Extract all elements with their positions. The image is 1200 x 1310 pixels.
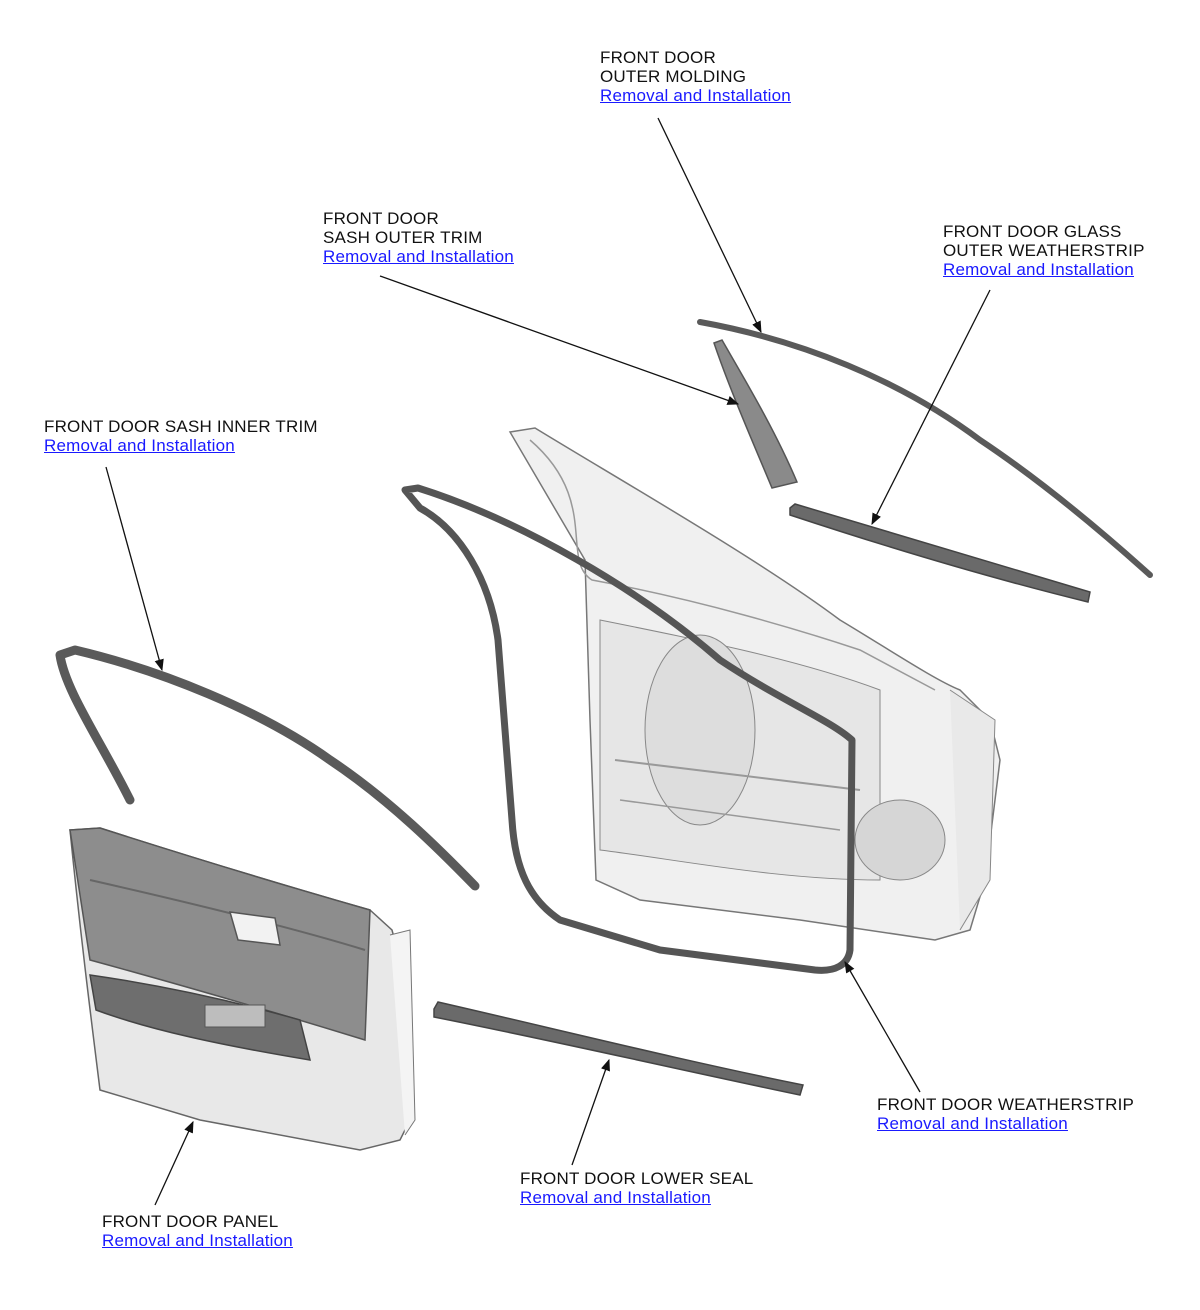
- callout-title: FRONT DOOR OUTER MOLDING: [600, 48, 747, 86]
- removal-installation-link[interactable]: Removal and Installation: [102, 1231, 293, 1250]
- callout-title: FRONT DOOR SASH OUTER TRIM: [323, 209, 483, 247]
- removal-installation-link[interactable]: Removal and Installation: [520, 1188, 711, 1207]
- leader-outer-molding: [657, 117, 762, 334]
- callout-outer-molding: FRONT DOOR OUTER MOLDING Removal and Ins…: [600, 48, 791, 105]
- callout-sash-outer-trim: FRONT DOOR SASH OUTER TRIM Removal and I…: [323, 209, 514, 266]
- callout-weatherstrip: FRONT DOOR WEATHERSTRIP Removal and Inst…: [877, 1095, 1134, 1133]
- removal-installation-link[interactable]: Removal and Installation: [600, 86, 791, 105]
- callout-title: FRONT DOOR WEATHERSTRIP: [877, 1095, 1135, 1114]
- callout-lower-seal: FRONT DOOR LOWER SEAL Removal and Instal…: [520, 1169, 753, 1207]
- front-door-lower-seal-part: [433, 1001, 804, 1096]
- front-door-outer-molding-part: [697, 319, 1153, 578]
- removal-installation-link[interactable]: Removal and Installation: [943, 260, 1134, 279]
- front-door-sash-inner-trim-part: [55, 645, 480, 891]
- removal-installation-link[interactable]: Removal and Installation: [877, 1114, 1068, 1133]
- front-door-glass-outer-weatherstrip-part: [789, 503, 1091, 603]
- callout-glass-outer-weatherstrip: FRONT DOOR GLASS OUTER WEATHERSTRIP Remo…: [943, 222, 1145, 279]
- leader-glass-outer-weatherstrip: [871, 289, 991, 526]
- leader-sash-inner-trim: [105, 466, 164, 672]
- leader-door-panel: [154, 1120, 194, 1206]
- callout-title: FRONT DOOR GLASS OUTER WEATHERSTRIP: [943, 222, 1145, 260]
- callout-sash-inner-trim: FRONT DOOR SASH INNER TRIM Removal and I…: [44, 417, 318, 455]
- callout-title: FRONT DOOR LOWER SEAL: [520, 1169, 754, 1188]
- callout-title: FRONT DOOR SASH INNER TRIM: [44, 417, 318, 436]
- removal-installation-link[interactable]: Removal and Installation: [44, 436, 235, 455]
- leader-lower-seal: [571, 1058, 610, 1166]
- leader-weatherstrip: [844, 960, 921, 1093]
- callout-door-panel: FRONT DOOR PANEL Removal and Installatio…: [102, 1212, 293, 1250]
- callout-title: FRONT DOOR PANEL: [102, 1212, 279, 1231]
- front-door-weatherstrip-part: [401, 484, 856, 974]
- leader-sash-outer-trim: [379, 275, 740, 405]
- removal-installation-link[interactable]: Removal and Installation: [323, 247, 514, 266]
- front-door-sash-outer-trim-part: [713, 339, 799, 489]
- front-door-panel-part: [69, 827, 416, 1151]
